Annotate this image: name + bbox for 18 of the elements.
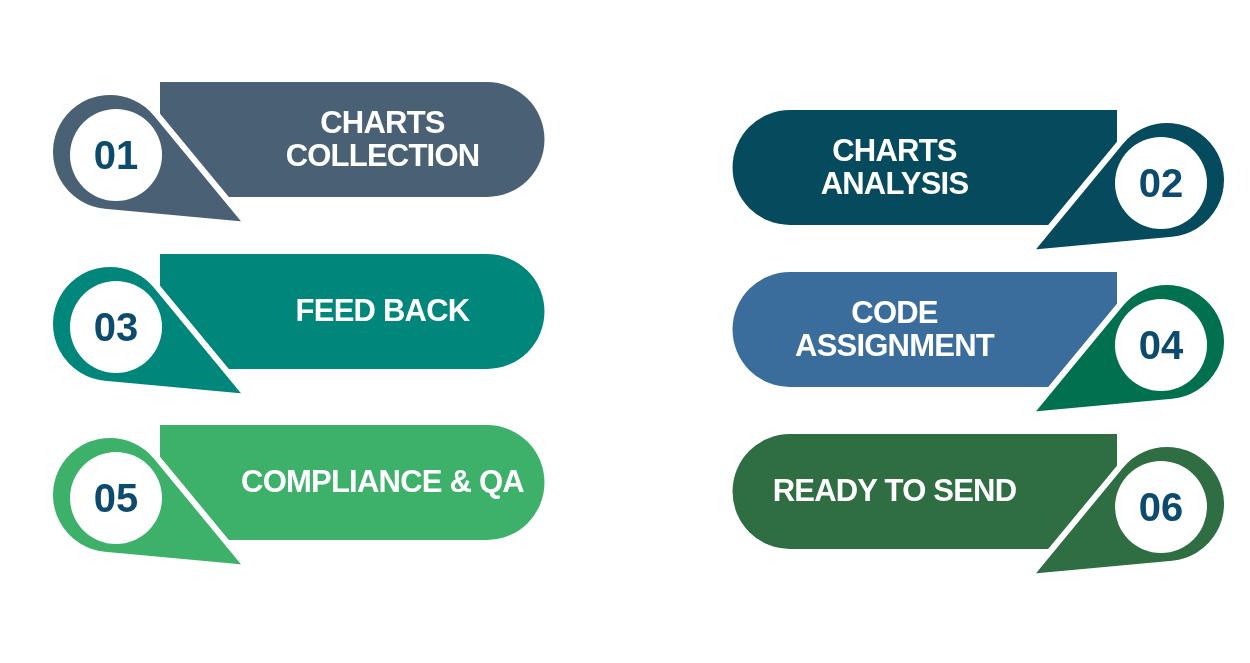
step-number: 06 <box>1137 487 1185 527</box>
step-number: 03 <box>92 307 140 347</box>
label-pill <box>160 254 545 369</box>
step-label: READY TO SEND <box>772 475 1017 508</box>
step-label: CODE ASSIGNMENT <box>794 296 996 363</box>
step-number: 04 <box>1137 325 1185 365</box>
step-label: CHARTS COLLECTION <box>284 106 481 173</box>
step-label: COMPLIANCE & QA <box>241 466 524 499</box>
step-number: 02 <box>1137 163 1185 203</box>
label-pill <box>160 82 545 197</box>
label-pill <box>732 110 1117 225</box>
step-number: 05 <box>92 478 140 518</box>
step-label: FEED BACK <box>295 295 470 328</box>
step-label: CHARTS ANALYSIS <box>819 134 970 201</box>
step-number: 01 <box>92 135 140 175</box>
label-pill <box>732 272 1117 387</box>
label-pill <box>732 434 1117 549</box>
label-pill <box>160 425 545 540</box>
